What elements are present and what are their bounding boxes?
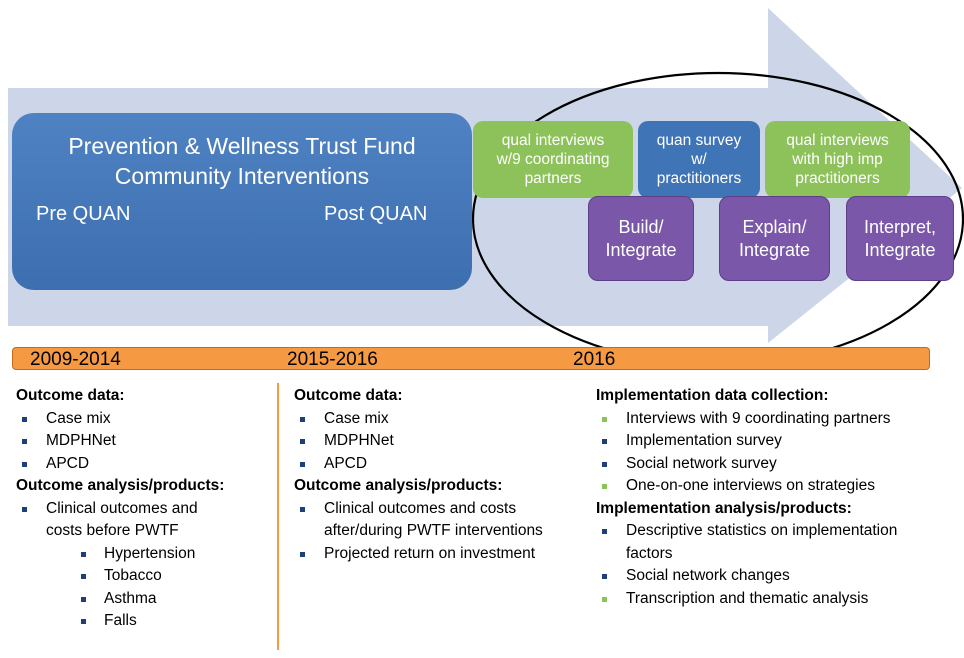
col3-implementation-data-list: Interviews with 9 coordinating partners …	[596, 408, 897, 498]
bullet-icon	[602, 461, 607, 467]
sub-list-item: Tobacco	[16, 565, 224, 588]
list-item: Transcription and thematic analysis	[596, 588, 897, 611]
column-divider	[277, 383, 279, 650]
bullet-icon	[22, 439, 27, 444]
list-item: Case mix	[294, 408, 543, 431]
build-integrate-text: Build/ Integrate	[605, 216, 677, 260]
column-2009-2014: Outcome data: Case mix MDPHNet APCD Outc…	[16, 385, 224, 633]
list-item-continuation: factors	[626, 544, 673, 562]
col2-outcome-analysis-list: Clinical outcomes and costs after/during…	[294, 498, 543, 566]
qual-interviews-practitioners-box: qual interviews with high imp practition…	[765, 121, 910, 198]
list-item: Implementation survey	[596, 430, 897, 453]
col1-outcome-data-heading: Outcome data:	[16, 387, 125, 404]
col3-implementation-analysis-heading: Implementation analysis/products:	[596, 499, 852, 517]
bullet-icon	[602, 596, 607, 602]
bullet-icon	[602, 529, 607, 534]
bullet-icon	[602, 484, 607, 489]
bullet-icon	[22, 461, 27, 467]
bullet-icon	[81, 596, 86, 602]
pre-quan-label: Pre QUAN	[36, 203, 131, 225]
list-item: One-on-one interviews on strategies	[596, 475, 897, 498]
list-item: Social network survey	[596, 453, 897, 476]
timeline-bar	[12, 347, 930, 370]
explain-integrate-box: Explain/ Integrate	[719, 196, 830, 281]
build-integrate-box: Build/ Integrate	[588, 196, 694, 281]
bullet-icon	[300, 461, 305, 467]
explain-integrate-text: Explain/ Integrate	[738, 216, 811, 260]
qual-interviews-partners-text: qual interviews w/9 coordinating partner…	[496, 132, 610, 187]
col2-outcome-data-list: Case mix MDPHNet APCD	[294, 408, 543, 476]
pwtf-interventions-box: Prevention & Wellness Trust Fund Communi…	[12, 113, 472, 290]
col1-outcome-analysis-list: Clinical outcomes and costs before PWTF …	[16, 498, 224, 633]
year-label-2016: 2016	[573, 349, 616, 370]
bullet-icon	[300, 551, 305, 557]
list-item: Interviews with 9 coordinating partners	[596, 408, 897, 431]
bullet-icon	[22, 506, 27, 512]
list-item: MDPHNet	[294, 430, 543, 453]
list-item-continuation: costs before PWTF	[46, 522, 179, 539]
qual-interviews-practitioners-text: qual interviews with high imp practition…	[786, 132, 889, 187]
list-item: Projected return on investment	[294, 543, 543, 566]
year-label-2015-2016: 2015-2016	[287, 349, 378, 370]
bullet-icon	[81, 574, 86, 579]
pwtf-title: Prevention & Wellness Trust Fund Communi…	[12, 131, 472, 191]
pwtf-title-line2: Community Interventions	[114, 163, 370, 189]
col3-implementation-data-heading: Implementation data collection:	[596, 387, 829, 404]
list-item-continuation: after/during PWTF interventions	[324, 522, 543, 539]
list-item: Descriptive statistics on implementation	[596, 520, 897, 543]
interpret-integrate-text: Interpret, Integrate	[863, 216, 937, 260]
sub-list-item: Falls	[16, 610, 224, 633]
list-item: Clinical outcomes and	[16, 498, 224, 521]
col3-implementation-analysis-list: Descriptive statistics on implementation…	[596, 520, 897, 610]
bullet-icon	[81, 619, 86, 624]
col2-outcome-analysis-heading: Outcome analysis/products:	[294, 477, 503, 494]
quan-survey-box: quan survey w/ practitioners	[638, 121, 760, 198]
bullet-icon	[81, 551, 86, 557]
column-2016: Implementation data collection: Intervie…	[596, 385, 897, 610]
post-quan-label: Post QUAN	[324, 203, 428, 225]
bullet-icon	[300, 416, 305, 422]
column-2015-2016: Outcome data: Case mix MDPHNet APCD Outc…	[294, 385, 543, 565]
pwtf-title-line1: Prevention & Wellness Trust Fund	[68, 133, 416, 159]
qual-interviews-partners-box: qual interviews w/9 coordinating partner…	[473, 121, 633, 198]
bullet-icon	[602, 439, 607, 444]
sub-list-item: Asthma	[16, 588, 224, 611]
list-item: APCD	[16, 453, 224, 476]
interpret-integrate-box: Interpret, Integrate	[846, 196, 954, 281]
list-item: Clinical outcomes and costs	[294, 498, 543, 521]
bullet-icon	[22, 416, 27, 422]
year-label-2009-2014: 2009-2014	[30, 349, 121, 370]
list-item: Case mix	[16, 408, 224, 431]
col1-outcome-data-list: Case mix MDPHNet APCD	[16, 408, 224, 476]
sub-list-item: Hypertension	[16, 543, 224, 566]
list-item: Social network changes	[596, 565, 897, 588]
list-item: MDPHNet	[16, 430, 224, 453]
bullet-icon	[300, 506, 305, 512]
bullet-icon	[300, 439, 305, 444]
col1-outcome-analysis-heading: Outcome analysis/products:	[16, 477, 225, 494]
bullet-icon	[602, 574, 607, 579]
quan-survey-text: quan survey w/ practitioners	[656, 132, 742, 187]
col2-outcome-data-heading: Outcome data:	[294, 387, 403, 404]
bullet-icon	[602, 416, 607, 422]
list-item: APCD	[294, 453, 543, 476]
